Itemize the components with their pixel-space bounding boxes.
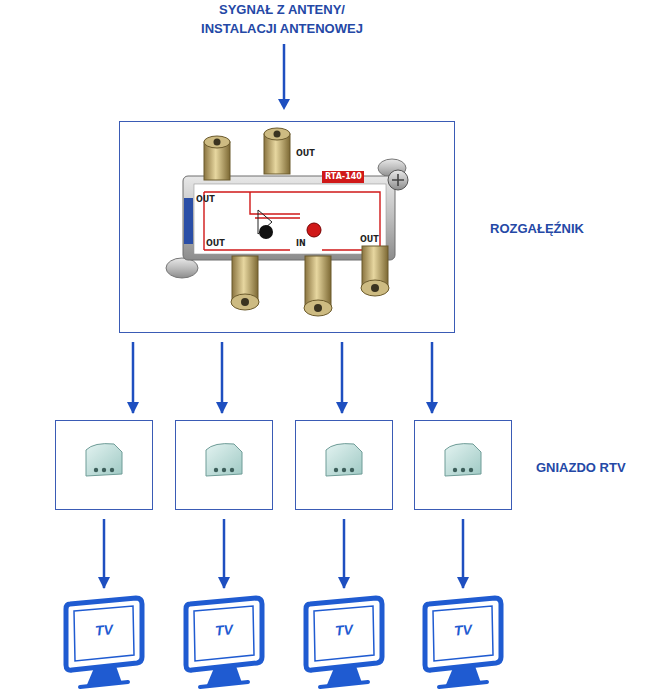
signal-arrow [103, 519, 106, 588]
socket-box [295, 420, 393, 510]
connector-face [304, 300, 332, 316]
socket-icon [86, 444, 122, 476]
socket-hole [461, 468, 465, 472]
node-heading: GNIAZDO RTV [536, 460, 626, 475]
connector-face [231, 294, 259, 310]
arrow-line [283, 44, 286, 100]
splitter-box: ROZGAŁĘŹNIK [119, 121, 455, 333]
tv-base [439, 682, 487, 687]
tv-outline [302, 595, 386, 690]
f-connector [304, 256, 332, 316]
connector-barrel [305, 256, 331, 306]
connector-barrel [232, 256, 258, 300]
connector-hole [274, 131, 281, 138]
tv-monitor: TV [421, 595, 505, 690]
socket-hole [102, 468, 106, 472]
screw-slot [392, 174, 404, 186]
socket-hole [350, 468, 354, 472]
port-label: OUT [206, 240, 225, 248]
label-plate [194, 184, 386, 254]
socket-hole [222, 468, 226, 472]
socket-box: GNIAZDO RTV [414, 420, 512, 510]
tv-outline [182, 595, 266, 690]
signal-arrow [343, 519, 346, 588]
connector-hole [241, 298, 249, 306]
socket-hole [110, 468, 114, 472]
socket-hole [214, 468, 218, 472]
socket-icon [445, 444, 481, 476]
adjust-knob [259, 225, 273, 239]
f-connector [264, 128, 290, 174]
diagram-title: SYGNAŁ Z ANTENY/ INSTALACJI ANTENOWEJ [192, 0, 372, 38]
signal-arrow [462, 519, 465, 588]
port-label: OUT [296, 150, 315, 158]
connector-hole [314, 304, 322, 312]
connector-face [361, 280, 389, 296]
socket-hole [230, 468, 234, 472]
socket-box [175, 420, 273, 510]
tv-monitor: TV [62, 595, 146, 690]
socket-icon [206, 444, 242, 476]
signal-arrow [132, 342, 135, 413]
socket-box [55, 420, 153, 510]
tv-base [200, 682, 248, 687]
f-connector [204, 136, 230, 180]
signal-arrow [341, 342, 344, 413]
signal-path [204, 192, 380, 250]
connector-face [204, 136, 230, 148]
model-tag [322, 171, 364, 183]
socket-body [206, 444, 242, 476]
signal-arrow [278, 44, 290, 110]
socket-hole [469, 468, 473, 472]
connector-hole [371, 284, 379, 292]
connector-face [264, 128, 290, 140]
port-label: OUT [196, 196, 215, 204]
tv-outline [421, 595, 505, 690]
socket-hole [334, 468, 338, 472]
socket-body [445, 444, 481, 476]
tv-monitor: TV [182, 595, 266, 690]
signal-arrow [431, 342, 434, 413]
socket-icon [326, 444, 362, 476]
f-connector [361, 246, 389, 296]
socket-icons [86, 444, 481, 476]
mounting-tab [166, 258, 198, 278]
f-connector [231, 256, 259, 310]
socket-body [86, 444, 122, 476]
brand-strip [184, 198, 193, 244]
socket-hole [342, 468, 346, 472]
tv-outline [62, 595, 146, 690]
arrow-head [278, 99, 290, 110]
led-indicator [307, 223, 321, 237]
port-label: IN [296, 240, 306, 248]
tv-base [320, 682, 368, 687]
node-heading: ROZGAŁĘŹNIK [490, 221, 584, 236]
port-label: OUT [360, 236, 379, 244]
tv-base [80, 682, 128, 687]
socket-hole [94, 468, 98, 472]
signal-arrow [223, 519, 226, 588]
tv-monitor: TV [302, 595, 386, 690]
model-number: RTA-140 [325, 173, 362, 181]
socket-body [326, 444, 362, 476]
splitter-illustration [166, 128, 408, 316]
signal-arrow [221, 342, 224, 413]
socket-hole [453, 468, 457, 472]
ground-screw [388, 170, 408, 190]
connector-hole [214, 139, 221, 146]
